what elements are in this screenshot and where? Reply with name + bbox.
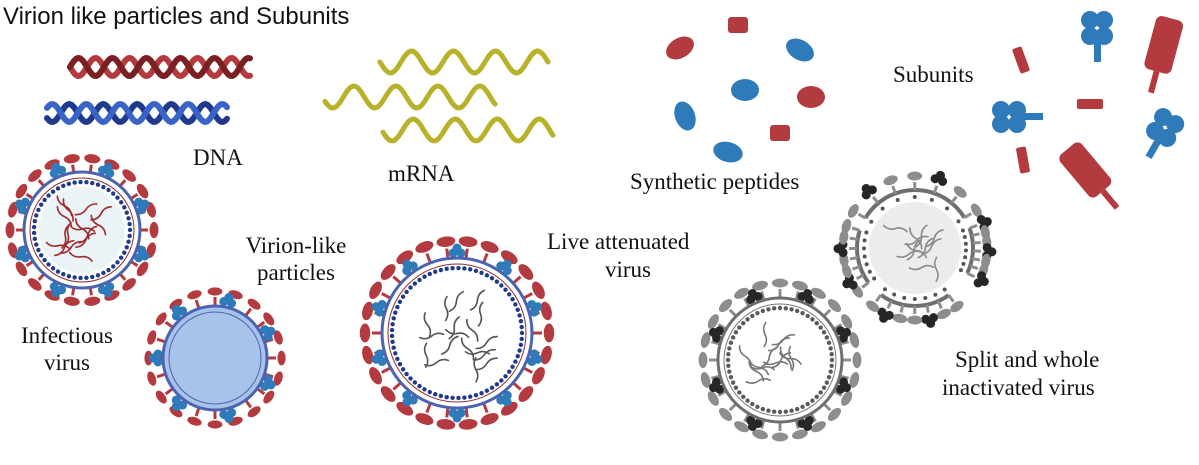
dna-helix-blue bbox=[44, 100, 230, 126]
live-attenuated-label-line2: virus bbox=[605, 257, 651, 282]
split-inactivated-label-line2: inactivated virus bbox=[942, 375, 1095, 400]
synthetic-peptides-label: Synthetic peptides bbox=[630, 169, 800, 194]
live-attenuated-label-line1: Live attenuated bbox=[547, 229, 690, 254]
virion-like-particle bbox=[144, 287, 286, 429]
synthetic-peptides bbox=[666, 17, 825, 163]
virion-like-particles-label: Virion-like particles bbox=[240, 232, 352, 286]
dna-label: DNA bbox=[193, 145, 243, 170]
diagram-title: Virion like particles and Subunits bbox=[3, 3, 350, 30]
split-inactivated-virus-fragments bbox=[833, 170, 997, 328]
mrna-strands bbox=[322, 48, 556, 144]
infectious-label-line1: Infectious bbox=[21, 323, 113, 348]
virion-like-label-line1: Virion-like bbox=[245, 233, 347, 258]
mrna-label: mRNA bbox=[388, 161, 455, 186]
whole-inactivated-virus-particle bbox=[698, 278, 862, 442]
subunits-label: Subunits bbox=[893, 62, 974, 87]
protein-subunits bbox=[992, 11, 1185, 210]
infectious-virus-particle bbox=[5, 154, 159, 306]
virion-like-label-line2: particles bbox=[257, 260, 335, 285]
split-inactivated-label-line1: Split and whole bbox=[955, 347, 1100, 372]
live-attenuated-virus-particle bbox=[359, 236, 555, 430]
infectious-virus-label: Infectious virus bbox=[12, 322, 122, 376]
dna-helix-red bbox=[67, 54, 253, 80]
infectious-label-line2: virus bbox=[44, 350, 90, 375]
